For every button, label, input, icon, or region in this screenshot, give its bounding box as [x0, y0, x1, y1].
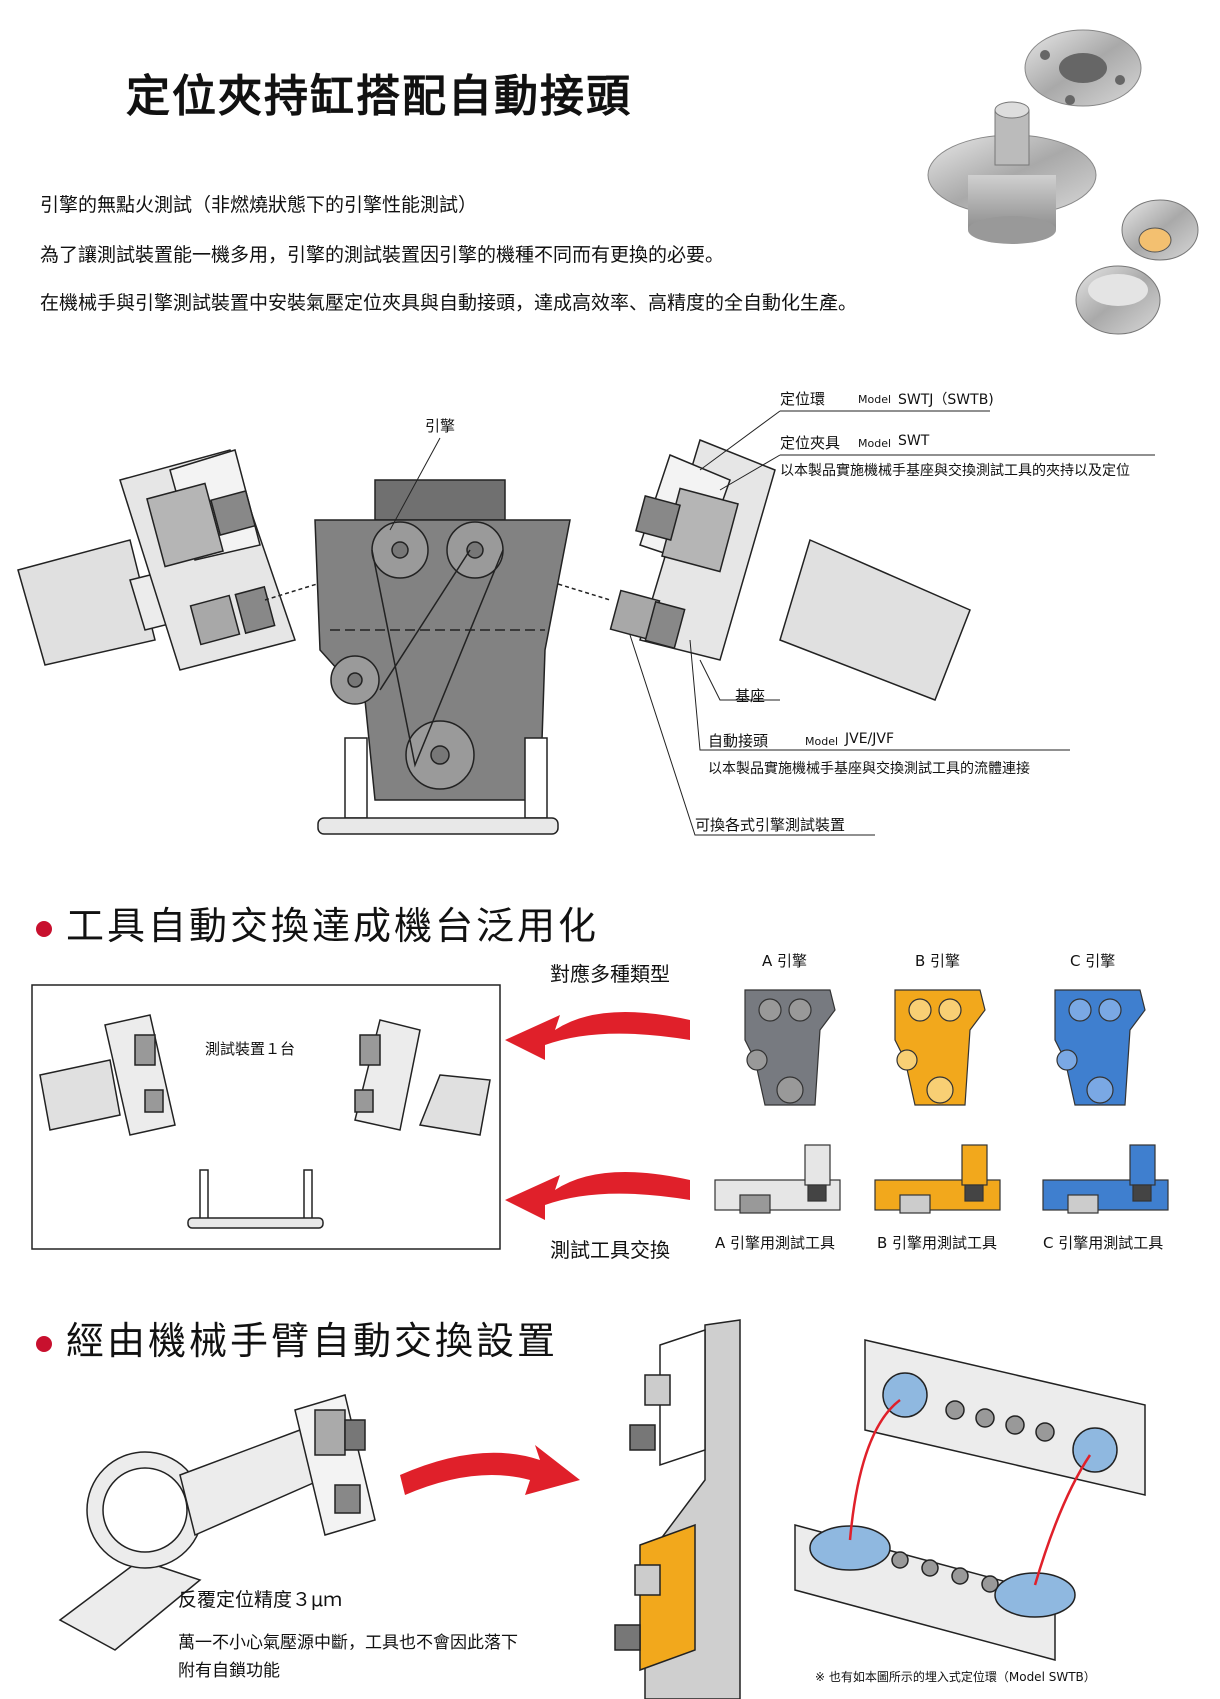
- bullet-icon: [36, 920, 52, 937]
- engine-b-icon: [894, 989, 986, 1106]
- label-clamp: 定位夾具: [780, 434, 841, 452]
- section-heading-tool-change: 工具自動交換達成機台泛用化: [36, 895, 599, 950]
- engine-diagram: [17, 410, 1155, 836]
- tool-rack-drawing: [614, 1319, 741, 1699]
- section-heading-robot: 經由機械手臂自動交換設置: [36, 1310, 558, 1365]
- red-arrows-section2: [505, 1012, 690, 1220]
- tool-c-label: C 引擎用測試工具: [1043, 1234, 1164, 1252]
- product-photo-joint1: [1121, 199, 1199, 261]
- tool-b-label: B 引擎用測試工具: [877, 1234, 998, 1252]
- note-text-1: 萬一不小心氣壓源中斷，工具也不會因此落下: [178, 1633, 518, 1653]
- footnote: ※ 也有如本圖所示的埋入式定位環（Model SWTB）: [815, 1670, 1096, 1684]
- label-device: 可換各式引擎測試裝置: [695, 816, 846, 834]
- page-title: 定位夾持缸搭配自動接頭: [126, 71, 632, 122]
- label-joint: 自動接頭: [708, 732, 769, 750]
- arrow-label-tool-change: 測試工具交換: [550, 1238, 670, 1262]
- engine-variants: [744, 989, 1146, 1106]
- label-clamp-desc: 以本製品實施機械手基座與交換測試工具的夾持以及定位: [780, 463, 1130, 479]
- engine-c-label: C 引擎: [1070, 952, 1116, 970]
- red-arrow-section3: [400, 1445, 580, 1495]
- engine-a-icon: [744, 989, 836, 1106]
- label-base: 基座: [735, 687, 766, 705]
- product-photo-joint2: [1075, 265, 1161, 335]
- label-ring-model: SWTJ（SWTB): [898, 392, 994, 408]
- clamp-board-drawing: [794, 1339, 1146, 1661]
- product-photo-clamp: [927, 101, 1097, 244]
- robot-arm-drawing: [58, 1394, 376, 1651]
- product-photo-ring: [1024, 29, 1142, 107]
- note-text-2: 附有自鎖功能: [178, 1661, 280, 1681]
- precision-text: 反覆定位精度３μｍ: [178, 1589, 343, 1611]
- engine-c-icon: [1054, 989, 1146, 1106]
- intro-line-2: 為了讓測試裝置能一機多用，引擎的測試裝置因引擎的機種不同而有更換的必要。: [40, 244, 725, 266]
- intro-line-3: 在機械手與引擎測試裝置中安裝氣壓定位夾具與自動接頭，達成高效率、高精度的全自動化…: [40, 292, 858, 314]
- label-ring-model-prefix: Model: [858, 393, 892, 406]
- bullet-icon: [36, 1335, 52, 1352]
- engine-b-label: B 引擎: [915, 952, 961, 970]
- label-joint-model-prefix: Model: [805, 735, 839, 748]
- tool-b-icon: [874, 1144, 1001, 1214]
- label-joint-model: JVE/JVF: [845, 731, 895, 747]
- tool-a-label: A 引擎用測試工具: [715, 1234, 836, 1252]
- label-clamp-model-prefix: Model: [858, 437, 892, 450]
- label-clamp-model: SWT: [898, 433, 930, 449]
- engine-a-label: A 引擎: [762, 952, 808, 970]
- label-ring: 定位環: [780, 390, 826, 408]
- intro-line-1: 引擎的無點火測試（非燃燒狀態下的引擎性能測試）: [40, 194, 478, 216]
- test-device-box: [31, 984, 501, 1250]
- label-engine: 引擎: [425, 417, 456, 435]
- tool-a-icon: [714, 1144, 841, 1214]
- label-joint-desc: 以本製品實施機械手基座與交換測試工具的流體連接: [708, 761, 1030, 777]
- test-tools: [714, 1144, 1169, 1214]
- tool-c-icon: [1042, 1144, 1169, 1214]
- arrow-label-types: 對應多種類型: [550, 962, 670, 986]
- test-device-label: 測試裝置１台: [205, 1040, 296, 1058]
